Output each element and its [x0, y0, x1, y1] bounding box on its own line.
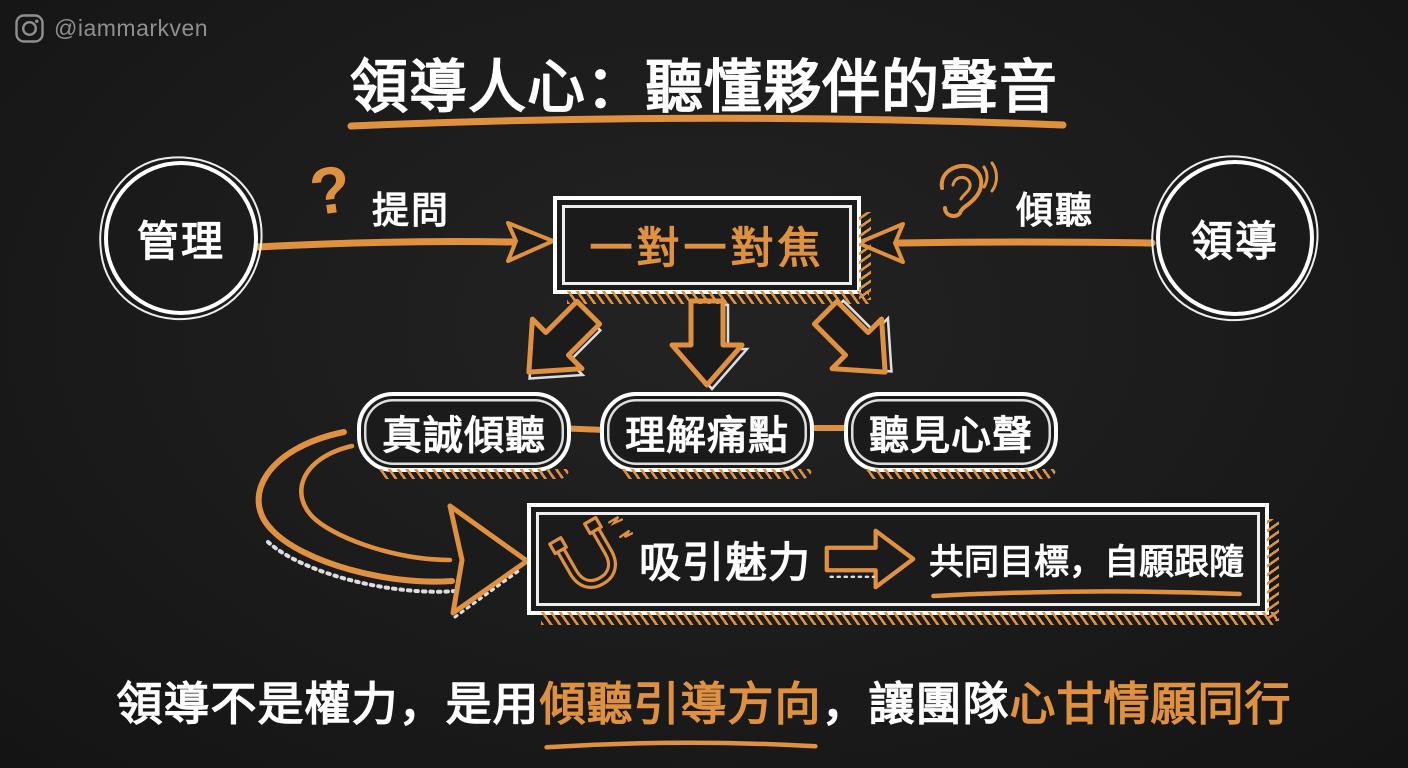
pill-label: 聽見心聲 — [869, 414, 1033, 458]
focus-box-label: 一對一對焦 — [589, 225, 825, 273]
focus-box: 一對一對焦 — [553, 196, 871, 304]
down-arrow-center — [669, 298, 750, 391]
footer-seg-3: ，讓團隊 — [821, 678, 1010, 730]
attraction-label: 吸引魅力 — [639, 538, 812, 586]
brand-handle: @iammarkven — [54, 15, 209, 41]
footer-seg-2-text: 傾聽引導方向 — [539, 678, 822, 730]
sketch-shadow — [377, 469, 569, 479]
footer-underline — [538, 735, 824, 751]
page-title: 領導人心：聽懂夥伴的聲音 — [349, 55, 1058, 120]
sketch-shadow — [859, 212, 871, 300]
ear-icon — [930, 160, 1000, 223]
pill-sincere-listening: 真誠傾聽 — [357, 392, 571, 479]
listen-label: 傾聽 — [1016, 190, 1094, 231]
instagram-icon — [15, 14, 44, 43]
footer-seg-2: 傾聽引導方向 — [540, 668, 822, 734]
pill-label: 理解痛點 — [625, 414, 789, 458]
manager-node: 管理 — [104, 161, 258, 315]
ask-label: 提問 — [372, 190, 450, 231]
pill-label: 真誠傾聽 — [382, 414, 546, 458]
leader-node: 領導 — [1156, 160, 1314, 316]
arrow-leader-to-focus — [896, 238, 1156, 247]
manager-node-label: 管理 — [136, 217, 225, 265]
result-box: 吸引魅力 共同目標，自願跟隨 — [527, 503, 1279, 625]
brand-badge: @iammarkven — [14, 13, 208, 44]
sketch-shadow — [620, 469, 812, 479]
leader-node-label: 領導 — [1190, 217, 1279, 265]
footer-statement: 領導不是權力，是用傾聽引導方向，讓團隊心甘情願同行 — [0, 668, 1408, 734]
sketch-shadow — [541, 612, 1277, 625]
pill-understand-painpoints: 理解痛點 — [600, 392, 814, 479]
block-arrow-right-icon — [824, 528, 916, 590]
magnet-icon — [548, 515, 633, 589]
outcome-wrapper: 共同目標，自願跟隨 — [929, 534, 1244, 585]
pill-hear-inner-voice: 聽見心聲 — [844, 392, 1058, 479]
question-mark-icon: ? — [305, 150, 356, 230]
sketch-shadow — [567, 291, 869, 304]
arrow-manager-head — [506, 221, 555, 263]
outcome-underline — [927, 584, 1246, 600]
footer-seg-4: 心甘情願同行 — [1009, 678, 1292, 730]
arrow-manager-to-focus — [253, 238, 516, 251]
down-arrow-left — [526, 298, 603, 380]
footer-seg-1: 領導不是權力，是用 — [116, 678, 540, 730]
sketch-shadow — [1267, 519, 1279, 621]
sketch-shadow — [864, 469, 1056, 479]
outcome-label: 共同目標，自願跟隨 — [929, 542, 1245, 582]
